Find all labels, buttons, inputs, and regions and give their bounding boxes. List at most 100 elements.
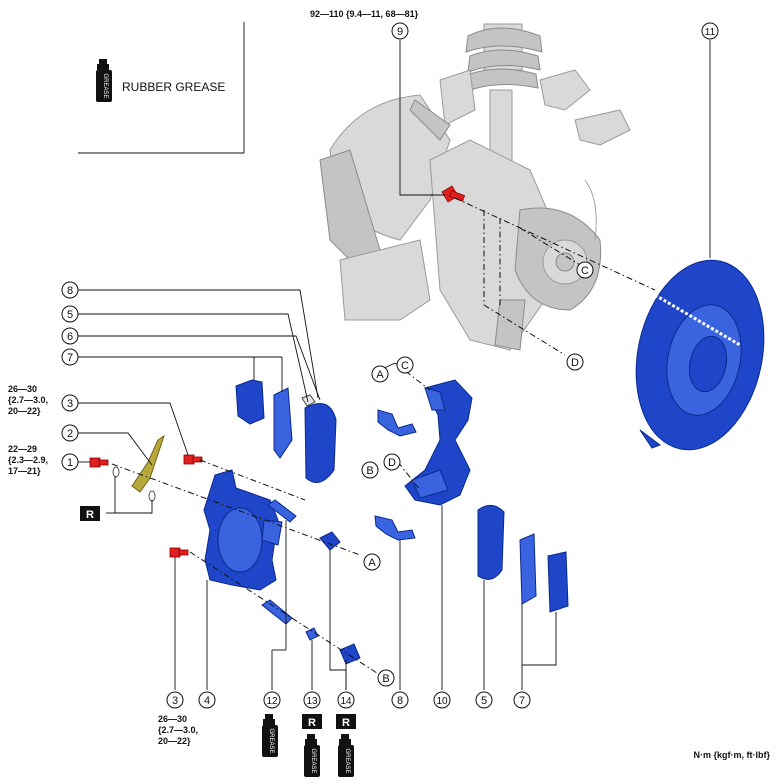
brake-pad-outer-right bbox=[477, 505, 569, 613]
callout-4: 4 bbox=[198, 691, 216, 709]
callout-5-upper: 5 bbox=[61, 305, 79, 323]
boot-14-lower bbox=[339, 643, 361, 665]
callout-10-text: 10 bbox=[436, 696, 448, 707]
callout-7-lower: 7 bbox=[513, 691, 531, 709]
marker-C-upper-text: C bbox=[401, 360, 409, 372]
torque-label-3-upper: 26—30 {2.7—3.0, 20—22} bbox=[8, 384, 48, 416]
callout-9-text: 9 bbox=[397, 26, 403, 38]
marker-B-lower: B bbox=[377, 669, 395, 687]
marker-B-lower-text: B bbox=[382, 673, 389, 685]
callout-7-lower-text: 7 bbox=[519, 695, 525, 707]
grease-can-13-label: GREASE bbox=[310, 748, 316, 773]
replace-mark-13: R bbox=[302, 714, 322, 729]
grease-can-icon: GREASE bbox=[96, 59, 112, 102]
grease-can-label: GREASE bbox=[102, 73, 108, 98]
grease-can-14-label: GREASE bbox=[344, 748, 350, 773]
callout-3-upper: 3 bbox=[61, 394, 79, 412]
marker-C-lower-text: C bbox=[581, 265, 589, 277]
assembly-axes bbox=[111, 197, 656, 676]
callout-8-lower-text: 8 bbox=[397, 695, 403, 707]
marker-D-lower: D bbox=[566, 353, 584, 371]
replace-mark-14: R bbox=[336, 714, 356, 729]
boot-14-upper bbox=[319, 531, 341, 551]
marker-D-upper: D bbox=[383, 453, 401, 471]
callout-5-lower-text: 5 bbox=[481, 695, 487, 707]
callout-7-upper: 7 bbox=[61, 348, 79, 366]
caliper-bracket-10 bbox=[404, 379, 473, 506]
marker-A-lower: A bbox=[363, 553, 381, 571]
torque-3a-line1: 26—30 bbox=[8, 384, 37, 394]
callout-8-lower: 8 bbox=[391, 691, 409, 709]
marker-B-upper: B bbox=[361, 461, 379, 479]
brake-pad-inner-left bbox=[235, 379, 337, 483]
guide-pin-12-upper bbox=[267, 499, 297, 523]
callout-5-upper-text: 5 bbox=[67, 309, 73, 321]
torque-1-line1: 22—29 bbox=[8, 444, 37, 454]
marker-A-upper: A bbox=[371, 365, 389, 383]
grease-can-14-icon: GREASE bbox=[338, 734, 354, 777]
callout-1-text: 1 bbox=[67, 457, 73, 469]
callout-1: 1 bbox=[61, 453, 79, 471]
callout-12-text: 12 bbox=[266, 696, 278, 707]
guide-pin-12-lower bbox=[261, 599, 293, 625]
replace-mark-14-text: R bbox=[342, 717, 350, 729]
callout-3-upper-text: 3 bbox=[67, 398, 73, 410]
marker-C-lower: C bbox=[576, 261, 594, 279]
marker-C-upper: C bbox=[396, 356, 414, 374]
torque-1-line3: 17—21} bbox=[8, 466, 41, 476]
marker-B-upper-text: B bbox=[366, 465, 373, 477]
torque-label-top: 92—110 {9.4—11, 68—81} bbox=[310, 9, 419, 19]
torque-1-line2: {2.3—2.9, bbox=[8, 455, 48, 465]
guide-plate-8-upper bbox=[377, 409, 417, 437]
marker-A-upper-text: A bbox=[376, 369, 384, 381]
leader-lines bbox=[78, 40, 711, 690]
torque-3a-line3: 20—22} bbox=[8, 406, 41, 416]
callout-14: 14 bbox=[337, 691, 355, 709]
hose-bracket-2 bbox=[131, 434, 165, 493]
callout-11-text: 11 bbox=[705, 27, 716, 38]
callout-11: 11 bbox=[701, 22, 719, 40]
grease-can-12-label: GREASE bbox=[268, 728, 274, 753]
replace-mark-13-text: R bbox=[308, 717, 316, 729]
callout-8-upper-text: 8 bbox=[67, 285, 73, 297]
marker-D-upper-text: D bbox=[388, 457, 396, 469]
callout-9: 9 bbox=[391, 22, 409, 40]
callout-2-text: 2 bbox=[67, 428, 73, 440]
marker-D-lower-text: D bbox=[571, 357, 579, 369]
caliper-body-4 bbox=[203, 469, 283, 591]
callout-13: 13 bbox=[303, 691, 321, 709]
callout-5-lower: 5 bbox=[475, 691, 493, 709]
callout-7-upper-text: 7 bbox=[67, 352, 73, 364]
grease-can-12-icon: GREASE bbox=[262, 714, 278, 757]
torque-3b-line3: 20—22} bbox=[158, 736, 191, 746]
legend-box: GREASE RUBBER GREASE bbox=[78, 22, 245, 154]
torque-3b-line2: {2.7—3.0, bbox=[158, 725, 198, 735]
callout-12: 12 bbox=[263, 691, 281, 709]
pad-clip-6 bbox=[301, 394, 316, 407]
callout-2: 2 bbox=[61, 424, 79, 442]
guide-plate-8-lower bbox=[374, 515, 416, 541]
callout-3-lower: 3 bbox=[166, 691, 184, 709]
knuckle-bolt-9 bbox=[441, 185, 466, 203]
callout-8-upper: 8 bbox=[61, 281, 79, 299]
torque-3b-line1: 26—30 bbox=[158, 714, 187, 724]
callout-10: 10 bbox=[433, 691, 451, 709]
bolt-3-lower bbox=[169, 547, 189, 558]
torque-label-3-lower: 26—30 {2.7—3.0, 20—22} bbox=[158, 714, 198, 746]
brake-disc-11 bbox=[635, 259, 765, 451]
torque-label-1: 22—29 {2.3—2.9, 17—21} bbox=[8, 444, 48, 476]
callout-6-text: 6 bbox=[67, 331, 73, 343]
unit-note: N·m {kgf·m, ft·lbf} bbox=[694, 750, 771, 760]
callout-4-text: 4 bbox=[204, 695, 210, 707]
replace-mark-1: R bbox=[80, 506, 100, 521]
torque-3a-line2: {2.7—3.0, bbox=[8, 395, 48, 405]
legend-grease-label: RUBBER GREASE bbox=[122, 80, 225, 94]
knuckle-strut-assembly bbox=[319, 23, 631, 351]
boot-13 bbox=[305, 627, 319, 641]
callout-6: 6 bbox=[61, 327, 79, 345]
callout-3-lower-text: 3 bbox=[172, 695, 178, 707]
callout-13-text: 13 bbox=[306, 696, 318, 707]
callout-14-text: 14 bbox=[340, 696, 352, 707]
